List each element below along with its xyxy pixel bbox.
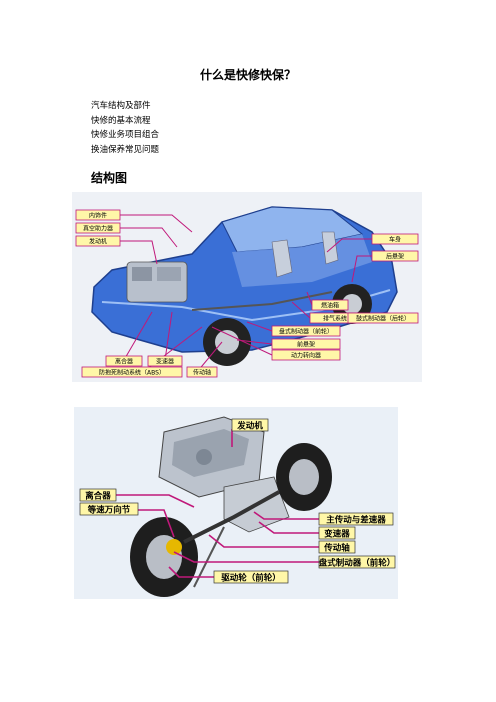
label-vacuum-booster: 真空助力器	[83, 225, 113, 233]
label-driveshaft: 传动轴	[193, 369, 211, 377]
label-fuel-tank: 燃油箱	[321, 302, 339, 310]
drivetrain-figure: 发动机 离合器 等速万向节 主传动与差速器 变速器 传动轴 盘式制动器（前轮） …	[74, 407, 398, 599]
toc-list: 汽车结构及部件 快修的基本流程 快修业务项目组合 换油保养常见问题	[91, 99, 159, 157]
toc-item[interactable]: 换油保养常见问题	[91, 144, 160, 155]
label-exhaust: 排气系统	[323, 315, 347, 323]
label-interior: 内饰件	[89, 212, 107, 220]
label-clutch: 离合器	[115, 358, 133, 366]
label-rear-drum-brake: 鼓式制动器（后轮）	[356, 315, 410, 323]
label-front-disc-brake: 盘式制动器（前轮）	[279, 328, 333, 336]
label-front-suspension: 前悬架	[297, 341, 315, 349]
label-power-steering: 动力转向器	[291, 352, 321, 360]
label-rear-suspension: 后悬架	[386, 253, 404, 261]
section-heading: 结构图	[91, 171, 128, 185]
toc-item[interactable]: 汽车结构及部件	[91, 101, 151, 111]
label-transmission: 变速器	[156, 358, 174, 366]
label-transmission-2: 变速器	[324, 529, 350, 540]
page-title: 什么是快修快保？	[199, 68, 296, 82]
car-structure-figure: 内饰件 真空助力器 发动机 车身 后悬架 燃油箱 排气系统 盘式制动器（前轮） …	[72, 192, 422, 382]
label-cv-joint: 等速万向节	[87, 505, 131, 516]
label-engine-2: 发动机	[236, 421, 263, 432]
label-front-disc-brake-2: 盘式制动器（前轮）	[319, 558, 396, 569]
label-clutch-2: 离合器	[85, 491, 111, 502]
toc-item[interactable]: 快修的基本流程	[91, 115, 151, 126]
label-engine: 发动机	[89, 238, 107, 246]
label-driveshaft-2: 传动轴	[323, 543, 350, 554]
label-body: 车身	[389, 236, 401, 244]
label-drive-wheel: 驱动轮（前轮）	[221, 573, 281, 584]
label-abs: 防抱死制动系统（ABS）	[99, 369, 165, 377]
label-final-drive: 主传动与差速器	[326, 515, 386, 526]
toc-item[interactable]: 快修业务项目组合	[91, 130, 160, 140]
